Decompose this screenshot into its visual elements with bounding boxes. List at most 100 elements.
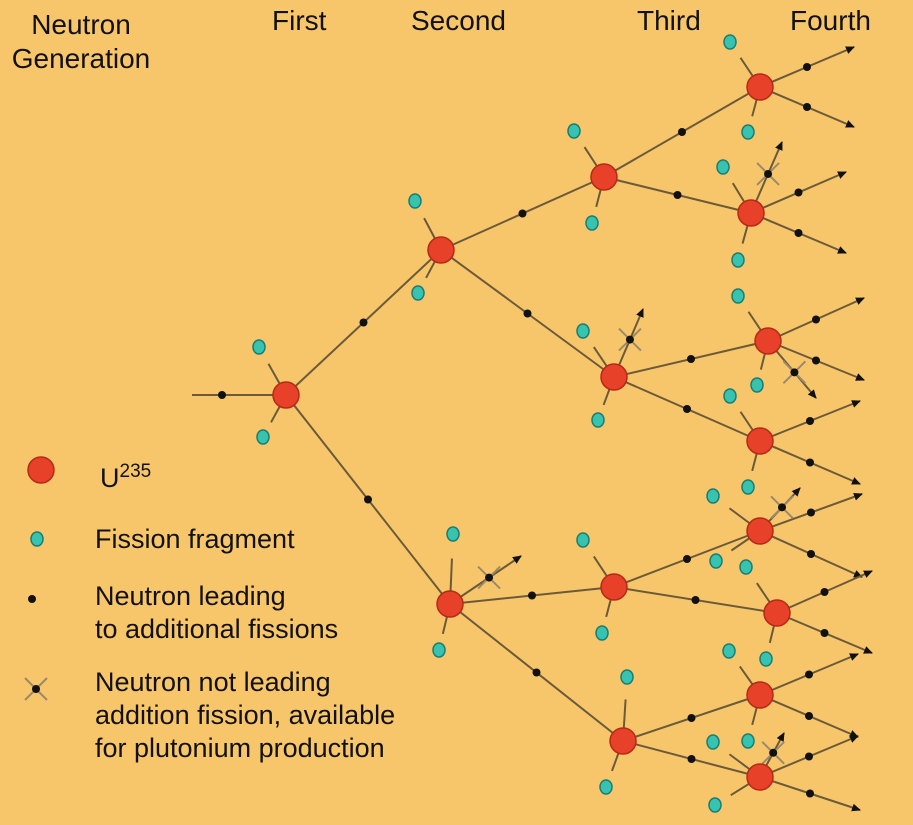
fission-fragment (432, 642, 446, 658)
legend-fragment-label: Fission fragment (95, 524, 295, 554)
uncaptured-neutron-dot (764, 169, 773, 178)
generation-header: Neutron Generation (8, 8, 154, 76)
legend-u235-label: U235 (100, 455, 151, 495)
u235-nucleus (600, 363, 628, 391)
fission-fragment (599, 779, 613, 795)
neutron-dot (806, 789, 814, 798)
neutron-dot (805, 752, 813, 761)
fission-fragment (567, 123, 581, 139)
uncaptured-neutron-dot (778, 503, 786, 512)
neutron-dot (794, 229, 803, 237)
legend-xneutron-symbol (32, 685, 40, 693)
fission-fragment (723, 34, 737, 50)
fission-fragment (722, 643, 736, 659)
neutron-dot (683, 555, 691, 563)
fission-fragment (576, 323, 590, 339)
neutron-dot (518, 209, 527, 218)
fission-fragment (256, 429, 270, 445)
uncaptured-neutron-dot (485, 573, 494, 582)
u235-nucleus (737, 199, 765, 227)
legend-xneutron-line3: for plutonium production (95, 733, 385, 763)
neutron-dot (673, 191, 682, 199)
neutron-dot (794, 188, 803, 197)
fission-fragment (591, 412, 605, 428)
neutron-dot (805, 712, 813, 720)
neutron-dot (806, 458, 814, 467)
header-fourth: Fourth (790, 5, 871, 36)
generation-header-line2: Generation (11, 43, 151, 74)
fission-fragment (741, 479, 755, 495)
header-third: Third (637, 5, 701, 36)
u235-nucleus (746, 763, 774, 791)
fission-fragment (723, 388, 737, 404)
u235-nucleus (590, 163, 618, 191)
fission-fragment (576, 532, 590, 548)
neutron-dot (803, 63, 811, 71)
neutron-dot (691, 596, 700, 604)
fission-fragment (750, 377, 764, 393)
neutron-dot (806, 417, 814, 425)
fission-fragment (716, 159, 730, 175)
u235-nucleus (427, 236, 455, 264)
legend-neutron-label: Neutron leading to additional fissions (95, 580, 338, 646)
uncaptured-neutron-dot (769, 748, 778, 757)
fission-fragment (446, 526, 460, 542)
neutron-dot (359, 318, 368, 327)
fission-fragment (739, 559, 753, 575)
neutron-dot (687, 714, 696, 722)
fission-fragment (620, 669, 634, 685)
fission-fragment (709, 553, 723, 569)
neutron-dot (364, 495, 372, 504)
fission-fragment (708, 797, 722, 813)
legend-fragment-symbol (30, 531, 44, 547)
uncaptured-neutron-dot (625, 335, 634, 344)
fission-fragment (759, 651, 773, 667)
u235-nucleus (746, 681, 774, 709)
fission-fragment (408, 193, 422, 209)
u235-nucleus (763, 599, 791, 627)
neutron-dot (807, 508, 815, 517)
fission-fragment (731, 288, 745, 304)
generation-header-line1: Neutron (31, 9, 131, 40)
legend-u235-base: U (100, 463, 120, 493)
neutron-dot (687, 755, 696, 763)
neutron-dot (812, 315, 820, 324)
neutron-dot (805, 670, 813, 679)
u235-nucleus (746, 73, 774, 101)
u235-nucleus (746, 517, 774, 545)
legend-u235-sup: 235 (119, 461, 152, 482)
fission-fragment (731, 252, 745, 268)
fission-fragment (706, 734, 720, 750)
u235-nucleus (600, 573, 628, 601)
neutron-dot (803, 103, 811, 111)
fission-fragment (252, 339, 266, 355)
neutron-dot (683, 405, 691, 413)
neutron-dot (523, 309, 532, 318)
u235-nucleus (754, 327, 782, 355)
fission-fragment (741, 733, 755, 749)
legend-xneutron-label: Neutron not leading addition fission, av… (95, 666, 395, 765)
legend-u235-symbol (27, 456, 55, 484)
fission-fragment (706, 488, 720, 504)
fission-fragment (741, 124, 755, 140)
header-first: First (272, 5, 327, 36)
u235-nucleus (436, 590, 464, 618)
u235-nucleus (272, 381, 300, 409)
fission-fragment (411, 285, 425, 301)
u235-nucleus (746, 427, 774, 455)
fission-fragment (595, 625, 609, 641)
neutron-dot (812, 356, 820, 365)
neutron-dot (532, 668, 541, 677)
header-second: Second (411, 5, 506, 36)
legend-xneutron-line1: Neutron not leading (95, 667, 331, 697)
fission-fragment (585, 215, 599, 231)
neutron-dot (678, 128, 686, 136)
neutron-dot (687, 355, 695, 363)
legend-neutron-symbol (28, 595, 36, 603)
legend-neutron-line1: Neutron leading (95, 581, 286, 611)
neutron-dot (528, 591, 536, 600)
neutron-dot (807, 550, 815, 558)
neutron-dot (820, 588, 829, 596)
